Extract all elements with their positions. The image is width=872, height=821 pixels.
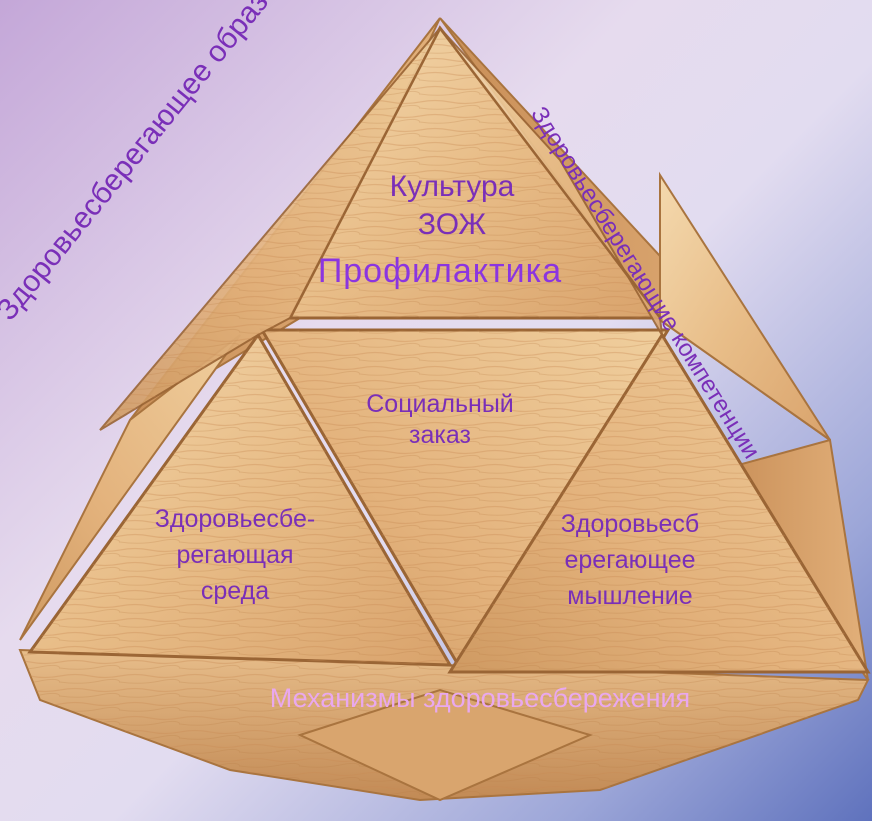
center-label-line1: Социальный (340, 390, 540, 419)
right-label-line1: Здоровьесб (530, 510, 730, 539)
top-label-line3: Профилактика (280, 252, 600, 291)
right-label-line3: мышление (530, 582, 730, 611)
top-label-line2: ЗОЖ (372, 208, 532, 243)
left-label-line3: среда (120, 577, 350, 606)
left-label-line2: регающая (120, 541, 350, 570)
left-label-line1: Здоровьесбе- (120, 505, 350, 534)
top-label-line1: Культура (372, 170, 532, 205)
right-label-line2: ерегающее (530, 546, 730, 575)
center-label-line2: заказ (340, 421, 540, 450)
bottom-label: Механизмы здоровьесбережения (200, 683, 760, 714)
